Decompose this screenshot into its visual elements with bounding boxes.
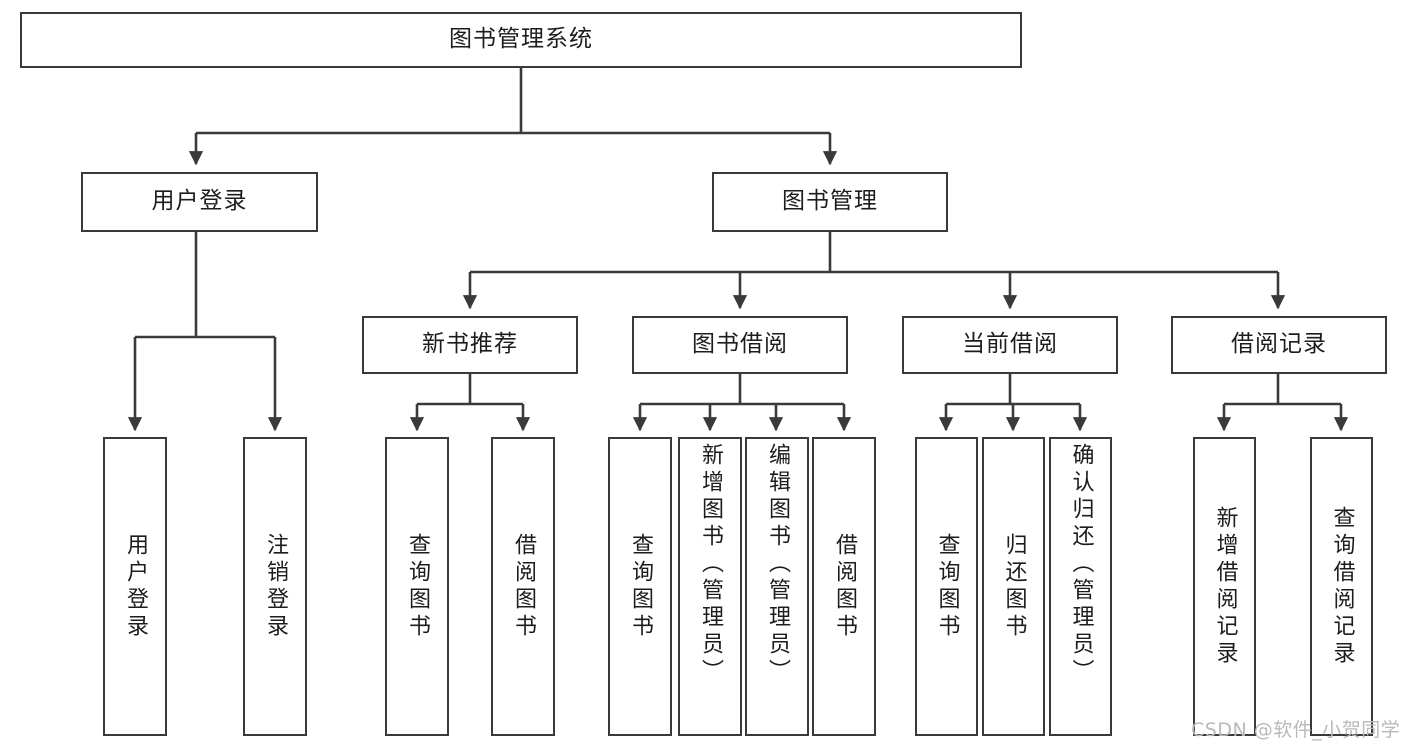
leaf-add-book-label: 新增图书（管理员）	[698, 443, 723, 686]
leaf-add-book[interactable]: 新增图书（管理员）	[678, 437, 742, 736]
leaf-add-borrow-record-label: 新增借阅记录	[1212, 505, 1238, 668]
leaf-borrow-book[interactable]: 借阅图书	[812, 437, 876, 736]
leaf-query-book-recommend[interactable]: 查询图书	[385, 437, 449, 736]
leaf-edit-book-label: 编辑图书（管理员）	[765, 443, 790, 686]
leaf-query-borrow-record-label: 查询借阅记录	[1329, 505, 1355, 668]
leaf-add-borrow-record[interactable]: 新增借阅记录	[1193, 437, 1256, 736]
node-book-manage[interactable]: 图书管理	[712, 172, 948, 232]
leaf-logout[interactable]: 注销登录	[243, 437, 307, 736]
leaf-logout-label: 注销登录	[263, 532, 288, 641]
leaf-query-book-borrow[interactable]: 查询图书	[608, 437, 672, 736]
node-book-borrow-label: 图书借阅	[692, 331, 788, 358]
leaf-query-book-borrow-label: 查询图书	[628, 532, 653, 641]
node-user-login[interactable]: 用户登录	[81, 172, 318, 232]
leaf-return-book[interactable]: 归还图书	[982, 437, 1045, 736]
leaf-borrow-book-label: 借阅图书	[832, 532, 857, 641]
node-user-login-label: 用户登录	[151, 188, 248, 215]
leaf-query-book-current[interactable]: 查询图书	[915, 437, 978, 736]
node-root-label: 图书管理系统	[449, 26, 593, 53]
node-borrow-record[interactable]: 借阅记录	[1171, 316, 1387, 374]
leaf-user-login[interactable]: 用户登录	[103, 437, 167, 736]
leaf-borrow-book-recommend-label: 借阅图书	[511, 532, 536, 641]
node-root[interactable]: 图书管理系统	[20, 12, 1022, 68]
leaf-user-login-label: 用户登录	[123, 532, 148, 641]
node-current-borrow[interactable]: 当前借阅	[902, 316, 1118, 374]
leaf-query-book-recommend-label: 查询图书	[405, 532, 430, 641]
leaf-return-book-label: 归还图书	[1001, 532, 1027, 641]
leaf-confirm-return-label: 确认归还（管理员）	[1068, 443, 1094, 686]
node-book-manage-label: 图书管理	[782, 188, 878, 215]
node-borrow-record-label: 借阅记录	[1231, 331, 1327, 358]
node-book-borrow[interactable]: 图书借阅	[632, 316, 848, 374]
leaf-query-borrow-record[interactable]: 查询借阅记录	[1310, 437, 1373, 736]
leaf-borrow-book-recommend[interactable]: 借阅图书	[491, 437, 555, 736]
leaf-query-book-current-label: 查询图书	[934, 532, 960, 641]
leaf-edit-book[interactable]: 编辑图书（管理员）	[745, 437, 809, 736]
node-new-book-recommend[interactable]: 新书推荐	[362, 316, 578, 374]
node-new-book-recommend-label: 新书推荐	[422, 331, 518, 358]
leaf-confirm-return[interactable]: 确认归还（管理员）	[1049, 437, 1112, 736]
node-current-borrow-label: 当前借阅	[962, 331, 1058, 358]
